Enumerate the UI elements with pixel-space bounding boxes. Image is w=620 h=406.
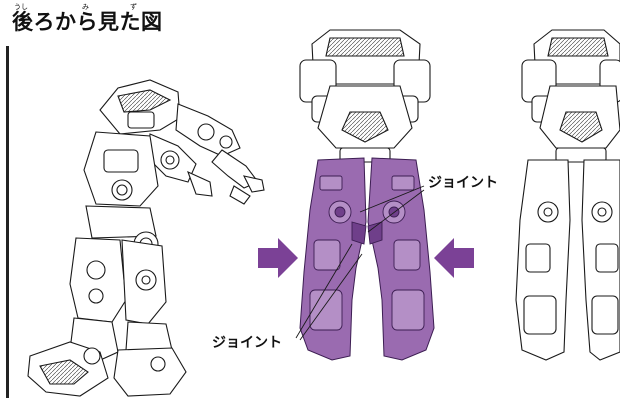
robot-back-legs-joined-figure: [258, 29, 474, 361]
page-title: 後ろから見た図: [12, 10, 163, 34]
furigana-zu: ず: [130, 3, 137, 11]
furigana-mi: み: [82, 3, 89, 11]
callout-joint-upper: ジョイント: [428, 175, 498, 191]
furigana-ushi: うし: [14, 3, 28, 11]
callout-leader-lines: [295, 185, 425, 341]
arrow-right-icon: [258, 238, 298, 278]
heading: うし み ず 後ろから見た図: [12, 3, 163, 36]
left-margin-rule: [6, 46, 9, 398]
robot-back-angled-figure: [27, 79, 265, 397]
robot-back-legs-separated-figure: [515, 29, 620, 361]
arrow-left-icon: [434, 238, 474, 278]
callout-joint-lower: ジョイント: [212, 335, 282, 351]
